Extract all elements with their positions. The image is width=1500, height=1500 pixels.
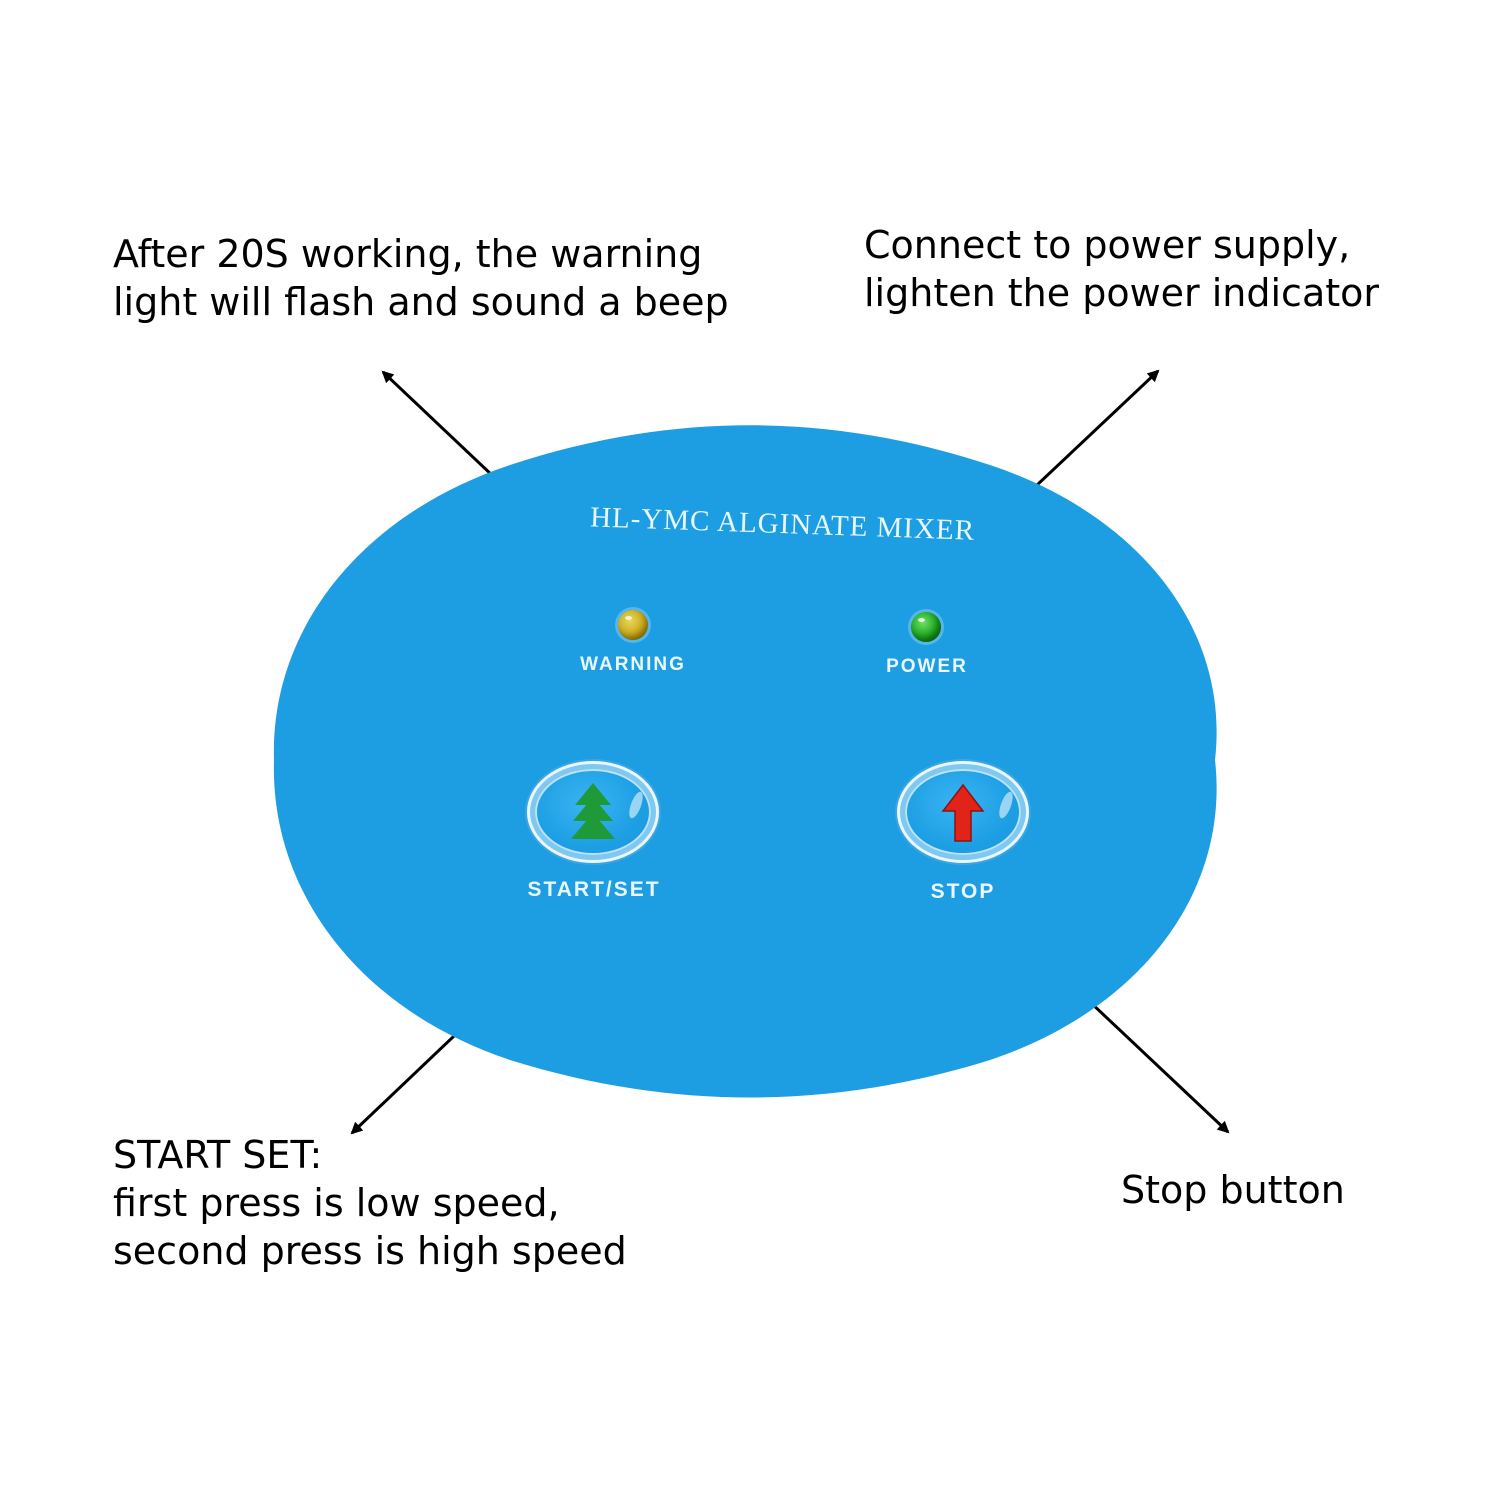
up-tree-arrows-icon [571, 783, 615, 839]
warning-led [618, 610, 648, 640]
stop-callout-line-1: Stop button [1121, 1168, 1345, 1212]
warning-callout-line-1: After 20S working, the warning [113, 232, 703, 276]
power-callout: Connect to power supply, lighten the pow… [864, 221, 1379, 317]
start-callout-line-1: START SET: [113, 1133, 323, 1177]
warning-label: WARNING [580, 654, 686, 675]
control-panel: HL-YMC ALGINATE MIXER WARNING POWER STAR… [270, 420, 1230, 1102]
warning-callout-line-2: light will flash and sound a beep [113, 280, 729, 324]
start-callout: START SET: first press is low speed, sec… [113, 1131, 627, 1275]
start-callout-line-2: first press is low speed, [113, 1181, 560, 1225]
stop-button-face[interactable] [905, 769, 1021, 855]
start-set-button[interactable] [527, 761, 659, 863]
power-callout-line-2: lighten the power indicator [864, 271, 1380, 315]
start-set-button-face[interactable] [535, 769, 651, 855]
start-set-label: START/SET [527, 878, 661, 901]
warning-callout: After 20S working, the warning light wil… [113, 230, 729, 326]
panel-background [273, 425, 1217, 1098]
stop-button[interactable] [897, 761, 1029, 863]
start-callout-line-3: second press is high speed [113, 1229, 627, 1273]
stop-callout: Stop button [1121, 1166, 1345, 1214]
power-led [911, 612, 941, 642]
stop-label: STOP [930, 880, 996, 903]
power-callout-line-1: Connect to power supply, [864, 223, 1351, 267]
power-label: POWER [886, 656, 968, 677]
up-arrow-icon [941, 783, 985, 842]
